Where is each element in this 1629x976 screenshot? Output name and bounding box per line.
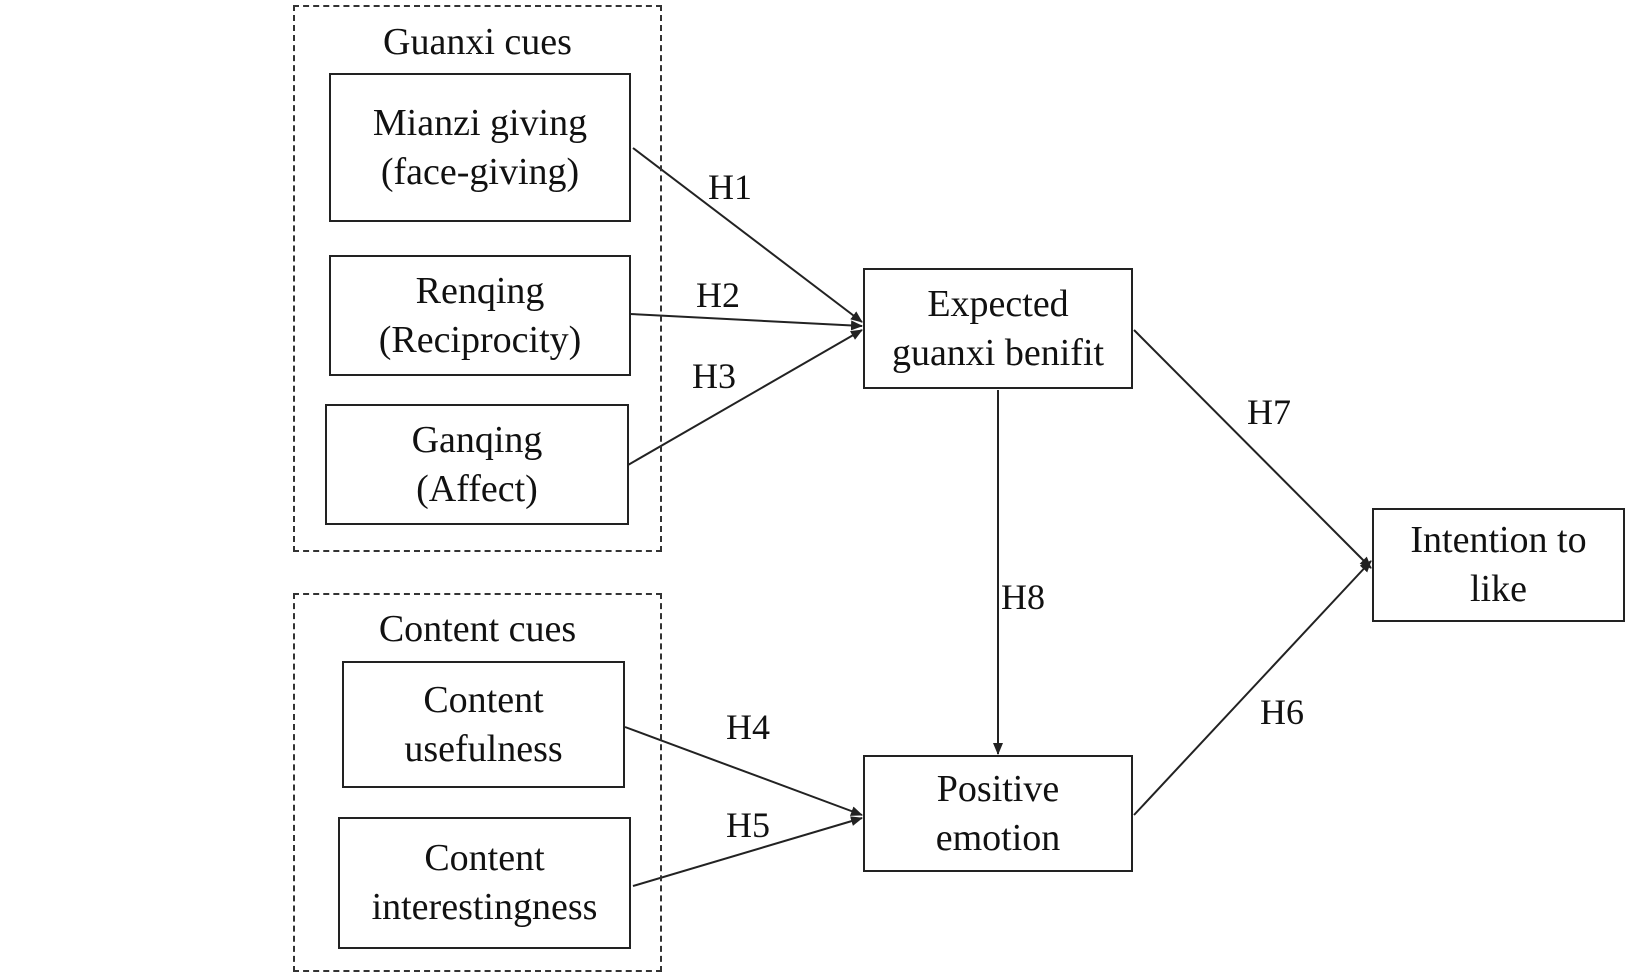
label-h2: H2 xyxy=(696,275,740,315)
node-content-usefulness-line2: usefulness xyxy=(404,727,563,770)
node-mianzi-giving-line1: Mianzi giving xyxy=(372,101,588,144)
node-content-interestingness-line2: interestingness xyxy=(371,886,598,928)
arrow-h7 xyxy=(1133,329,1372,569)
node-intention-to-like-line2: like xyxy=(1470,568,1527,610)
node-positive-emotion-line1: Positive xyxy=(936,767,1060,810)
guanxi-cues-group: Guanxi cues xyxy=(293,5,662,552)
node-renqing: Renqing (Reciprocity) xyxy=(329,255,631,376)
node-positive-emotion: Positive emotion xyxy=(863,755,1133,872)
arrow-h5 xyxy=(632,816,863,887)
label-h4: H4 xyxy=(726,707,770,747)
arrow-h4 xyxy=(624,726,863,816)
guanxi-cues-title: Guanxi cues xyxy=(383,21,572,63)
label-h8: H8 xyxy=(1001,577,1045,617)
node-content-interestingness-line1: Content xyxy=(424,837,545,879)
label-h1: H1 xyxy=(708,167,752,207)
label-h7: H7 xyxy=(1247,392,1291,432)
node-ganqing-line2: (Affect) xyxy=(416,467,538,510)
label-h6: H6 xyxy=(1260,692,1304,732)
node-ganqing-line1: Ganqing xyxy=(411,418,543,461)
label-h5: H5 xyxy=(726,805,770,845)
node-intention-to-like-line1: Intention to xyxy=(1410,519,1587,561)
content-cues-title: Content cues xyxy=(378,608,577,650)
node-content-usefulness: Content usefulness xyxy=(342,661,625,788)
label-h3: H3 xyxy=(692,356,736,396)
node-mianzi-giving: Mianzi giving (face-giving) xyxy=(329,73,631,222)
node-content-usefulness-line1: Content xyxy=(423,678,544,721)
node-intention-to-like: Intention to like xyxy=(1372,508,1625,622)
arrow-h2 xyxy=(629,313,863,331)
node-mianzi-giving-line2: (face-giving) xyxy=(380,150,580,193)
node-ganqing: Ganqing (Affect) xyxy=(325,404,629,525)
arrow-h6 xyxy=(1133,560,1372,816)
node-expected-guanxi-benefit: Expected guanxi benifit xyxy=(863,268,1133,389)
arrow-h1 xyxy=(632,147,863,323)
node-renqing-line2: (Reciprocity) xyxy=(378,318,582,361)
node-expected-guanxi-benefit-line2: guanxi benifit xyxy=(891,331,1105,374)
node-content-interestingness: Content interestingness xyxy=(338,817,631,949)
content-cues-group: Content cues xyxy=(293,593,662,972)
node-positive-emotion-line2: emotion xyxy=(935,816,1061,859)
node-renqing-line1: Renqing xyxy=(415,269,545,312)
node-expected-guanxi-benefit-line1: Expected xyxy=(927,282,1069,325)
arrow-h3 xyxy=(627,329,863,466)
